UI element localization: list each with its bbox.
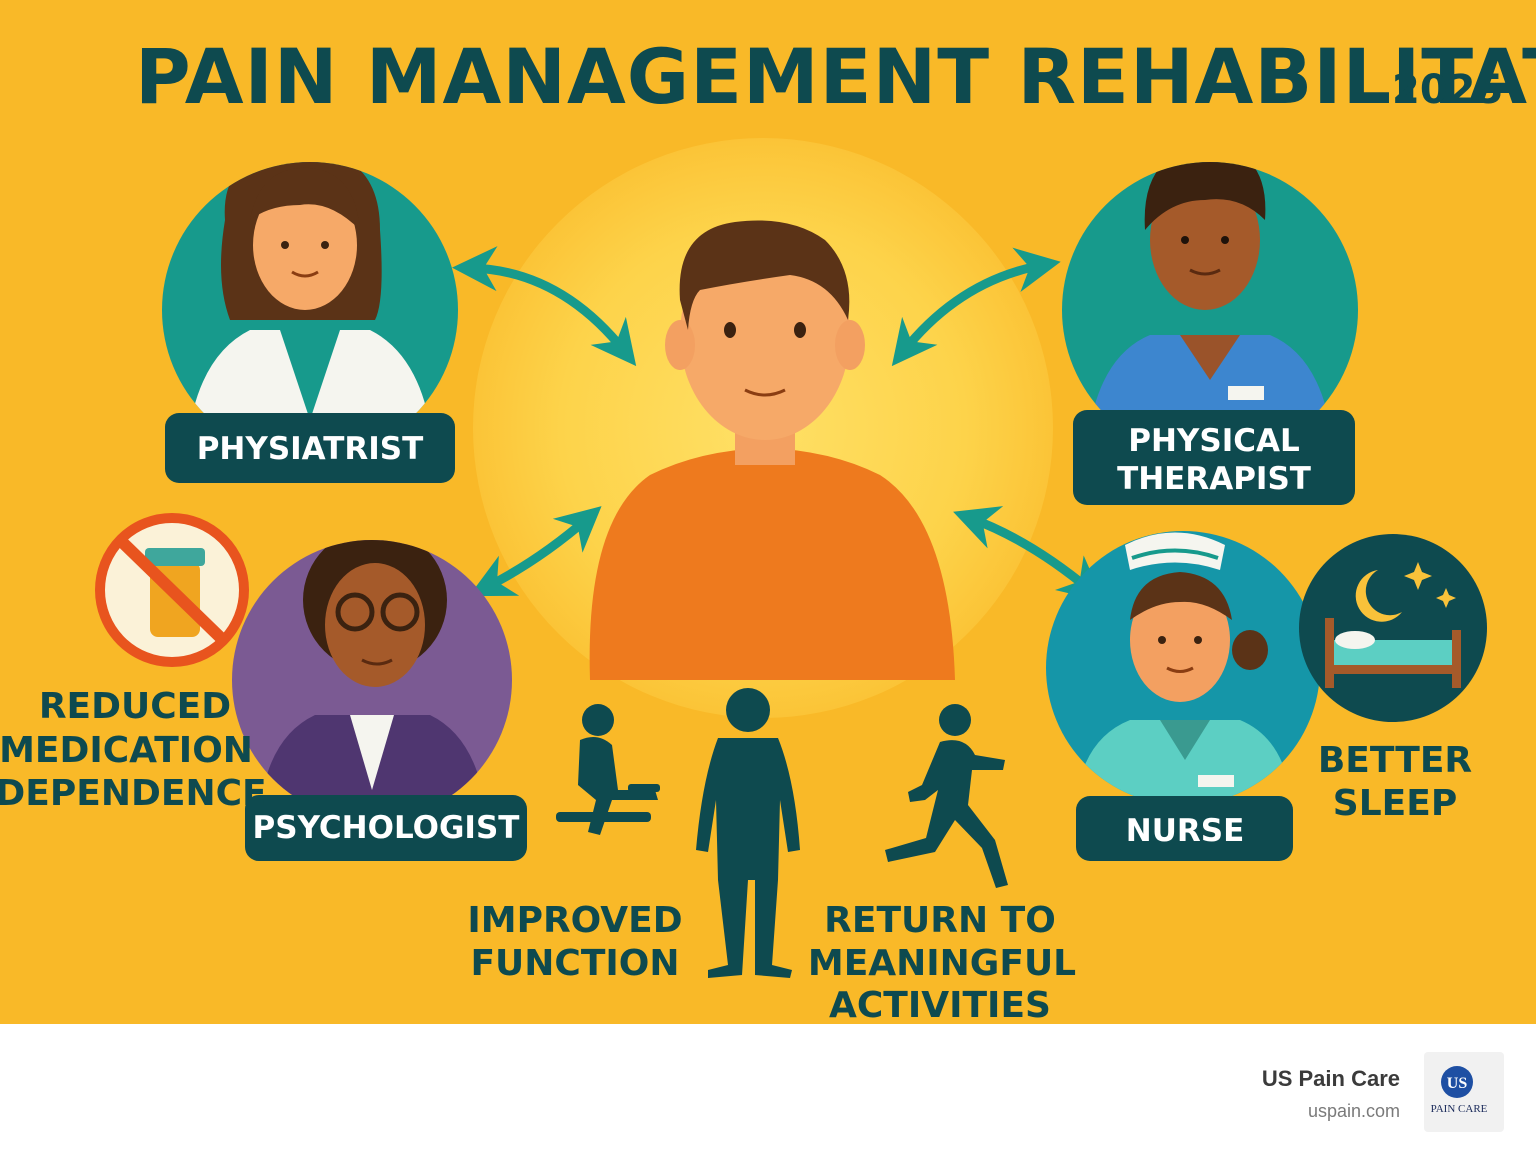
year-label: 2025 <box>1392 67 1503 113</box>
sitting-person-icon <box>556 704 660 835</box>
benefit-line: FUNCTION <box>470 943 679 984</box>
footer-bar <box>0 1024 1536 1154</box>
benefit-better-sleep: BETTER SLEEP <box>1318 740 1472 824</box>
brand-url[interactable]: uspain.com <box>1308 1101 1400 1121</box>
brand-logo[interactable]: US PAIN CARE <box>1424 1052 1504 1132</box>
standing-person-icon <box>696 688 800 978</box>
nurse-portrait <box>1046 531 1320 805</box>
role-label-physical-therapist-line2: THERAPIST <box>1117 461 1311 497</box>
brand-name[interactable]: US Pain Care <box>1262 1066 1400 1091</box>
role-badge-nurse <box>1076 796 1293 861</box>
benefit-line: BETTER <box>1318 740 1472 781</box>
benefit-line: IMPROVED <box>467 900 682 941</box>
role-badge-physiatrist <box>165 413 455 483</box>
role-badge-physical-therapist <box>1073 410 1355 505</box>
benefit-line: ACTIVITIES <box>829 985 1051 1026</box>
benefit-line: REDUCED <box>39 686 231 727</box>
infographic-title: PAIN MANAGEMENT REHABILITATION <box>135 32 1536 121</box>
no-medication-icon <box>95 513 249 667</box>
role-label-physiatrist: PHYSIATRIST <box>197 431 424 467</box>
benefit-line: DEPENDENCE <box>0 773 267 814</box>
benefit-line: MEANINGFUL <box>808 943 1076 984</box>
role-label-psychologist: PSYCHOLOGIST <box>253 810 520 846</box>
role-label-nurse: NURSE <box>1126 813 1245 849</box>
double-arrow-icon <box>452 246 1104 602</box>
logo-monogram: US <box>1447 1075 1468 1092</box>
moon-stars-bed-icon <box>1299 534 1487 722</box>
benefit-line: MEDICATION <box>0 730 253 771</box>
logo-caption: PAIN CARE <box>1431 1103 1488 1115</box>
role-badge-psychologist <box>245 795 527 861</box>
patient-illustration <box>589 220 955 680</box>
benefit-improved-function: IMPROVED FUNCTION <box>467 900 682 984</box>
benefit-line: SLEEP <box>1333 783 1457 824</box>
benefit-reduced-medication: REDUCED MEDICATION DEPENDENCE <box>0 686 267 814</box>
role-label-physical-therapist-line1: PHYSICAL <box>1128 423 1299 459</box>
benefit-meaningful-activities: RETURN TO MEANINGFUL ACTIVITIES <box>808 900 1076 1026</box>
running-person-icon <box>885 704 1008 888</box>
benefit-line: RETURN TO <box>824 900 1056 941</box>
